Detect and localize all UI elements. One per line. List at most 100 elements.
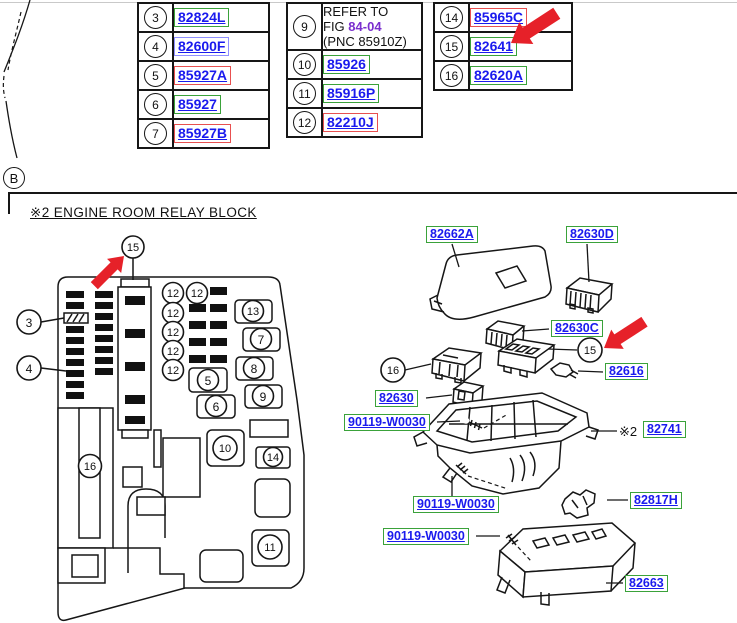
- callout-number: 6: [144, 93, 167, 116]
- part-number-link[interactable]: 82600F: [174, 37, 230, 56]
- figure-reference[interactable]: 84-04: [348, 19, 382, 34]
- part-number-link[interactable]: 82641: [470, 37, 517, 56]
- table-row: 12 82210J: [286, 107, 423, 138]
- relay-block-top-view: 3 4 15 12 12 12 12 12 12 13 7 8 9 5 6 10…: [16, 235, 305, 622]
- svg-text:9: 9: [260, 390, 267, 404]
- callout-number: 12: [293, 111, 316, 134]
- svg-text:14: 14: [267, 452, 279, 464]
- relay-strip-bars: [125, 296, 145, 424]
- part-number-link[interactable]: 82210J: [323, 113, 378, 132]
- lower-cover-82663: [496, 522, 637, 606]
- svg-text:11: 11: [264, 542, 275, 554]
- svg-text:4: 4: [26, 362, 33, 376]
- section-divider: [8, 192, 737, 194]
- label-leader-lines: [404, 243, 628, 584]
- parts-table-group1: 3 82824L 4 82600F 5 85927A 6 85927 7 859…: [137, 2, 270, 149]
- hatched-fuse: [63, 312, 89, 324]
- svg-text:12: 12: [167, 346, 179, 358]
- bolt-90119-2: [448, 456, 469, 475]
- table-row: 16 82620A: [433, 60, 573, 91]
- part-label-90119-W0030-3[interactable]: 90119-W0030: [383, 528, 469, 545]
- callout-circles: 16 15: [380, 337, 603, 383]
- svg-text:10: 10: [219, 443, 231, 455]
- svg-text:15: 15: [127, 242, 139, 254]
- assembly-dashed-lines: [467, 413, 532, 562]
- svg-text:7: 7: [258, 333, 265, 347]
- part-number-link[interactable]: 85927B: [174, 124, 232, 143]
- part-number-link[interactable]: 85927A: [174, 66, 232, 85]
- table-row: 6 85927: [137, 89, 270, 120]
- svg-text:12: 12: [167, 365, 179, 377]
- cover-82662A: [429, 245, 552, 320]
- svg-text:12: 12: [167, 308, 179, 320]
- bracket-82817H: [561, 489, 596, 519]
- part-number-link[interactable]: 82824L: [174, 8, 230, 27]
- section-label: B: [3, 167, 25, 189]
- svg-text:3: 3: [26, 316, 33, 330]
- part-label-82616[interactable]: 82616: [605, 363, 648, 380]
- relay-82630D: [565, 277, 614, 314]
- callout-number: 9: [293, 15, 316, 38]
- section-divider-tick: [8, 192, 10, 214]
- parts-table-group3: 14 85965C 15 82641 16 82620A: [433, 2, 573, 91]
- table-row: 4 82600F: [137, 31, 270, 62]
- fuse-block-15: [497, 338, 556, 378]
- svg-text:12: 12: [167, 327, 179, 339]
- relay-82630C: [485, 320, 526, 351]
- refer-note: REFER TO FIG 84-04 (PNC 85910Z): [323, 4, 407, 49]
- part-label-82741[interactable]: 82741: [643, 421, 686, 438]
- svg-text:12: 12: [167, 288, 179, 300]
- table-row: 3 82824L: [137, 2, 270, 33]
- part-label-90119-W0030-2[interactable]: 90119-W0030: [413, 496, 499, 513]
- part-number-link[interactable]: 85927: [174, 95, 221, 114]
- part-number-link[interactable]: 85926: [323, 55, 370, 74]
- svg-text:13: 13: [247, 306, 259, 318]
- part-label-82630C[interactable]: 82630C: [551, 320, 603, 337]
- part-number-link[interactable]: 82620A: [470, 66, 528, 85]
- part-label-82817H[interactable]: 82817H: [630, 492, 682, 509]
- callout-leader-lines: [40, 258, 134, 372]
- table-row: 11 85916P: [286, 78, 423, 109]
- svg-text:16: 16: [84, 461, 96, 473]
- table-row: 10 85926: [286, 49, 423, 80]
- resistor-82616: [549, 362, 579, 379]
- callout-number: 15: [440, 35, 463, 58]
- note-prefix: ※2: [619, 424, 638, 439]
- svg-text:15: 15: [584, 345, 596, 357]
- part-label-82630D[interactable]: 82630D: [566, 226, 618, 243]
- callout-number: 7: [144, 122, 167, 145]
- table-row: 15 82641: [433, 31, 573, 62]
- car-body-fragment: [2, 0, 31, 159]
- section-title: ※2 ENGINE ROOM RELAY BLOCK: [30, 205, 257, 220]
- relay-strip-15: [117, 278, 152, 439]
- bolt-90119-1: [460, 416, 483, 431]
- svg-text:6: 6: [213, 400, 220, 414]
- callout-number: 3: [144, 6, 167, 29]
- svg-text:16: 16: [387, 365, 399, 377]
- block-body-82741: [413, 392, 599, 495]
- relay-block-exploded-view: 16 15: [380, 243, 648, 606]
- callout-number: 16: [440, 64, 463, 87]
- table-row: 7 85927B: [137, 118, 270, 149]
- callout-circles: 3 4 15 12 12 12 12 12 12 13 7 8 9 5 6 10…: [16, 235, 284, 560]
- part-label-82663[interactable]: 82663: [625, 575, 668, 592]
- part-label-90119-W0030-1[interactable]: 90119-W0030: [344, 414, 430, 431]
- relay-16-part: [431, 347, 483, 384]
- part-label-82662A[interactable]: 82662A: [426, 226, 478, 243]
- part-number-link[interactable]: 85916P: [323, 84, 380, 103]
- bolt-90119-3: [500, 526, 519, 546]
- relay-sockets: [57, 299, 291, 588]
- part-number-link[interactable]: 85965C: [470, 8, 528, 27]
- svg-text:8: 8: [251, 362, 258, 376]
- table-row: 14 85965C: [433, 2, 573, 33]
- red-arrow-indicator: [90, 256, 124, 290]
- table-row: 5 85927A: [137, 60, 270, 91]
- callout-number: 5: [144, 64, 167, 87]
- svg-text:12: 12: [191, 288, 203, 300]
- fuse-rows: [66, 287, 227, 399]
- part-label-82630[interactable]: 82630: [375, 390, 418, 407]
- callout-number: 10: [293, 53, 316, 76]
- callout-number: 4: [144, 35, 167, 58]
- callout-number: 14: [440, 6, 463, 29]
